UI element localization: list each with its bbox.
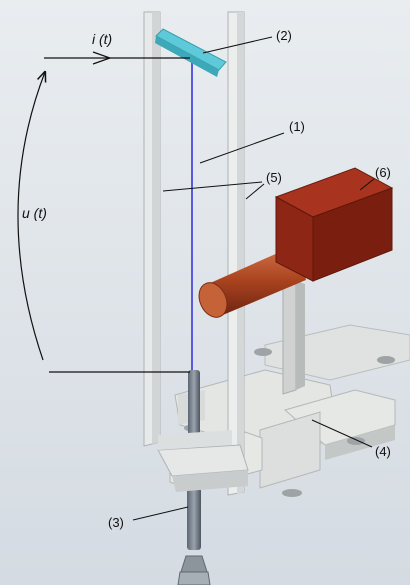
frame-pillar-right	[227, 11, 245, 496]
frame-pillar-left	[143, 11, 161, 447]
frame-base-block	[157, 430, 249, 492]
callout-4: (4)	[375, 444, 391, 459]
callout-1: (1)	[289, 119, 305, 134]
leader-5a	[162, 181, 263, 192]
top-crossbar	[155, 28, 227, 77]
voltage-arrow	[17, 72, 45, 361]
leader-4	[311, 419, 373, 448]
magnet-post	[282, 280, 305, 395]
magnet-assembly	[198, 167, 394, 318]
current-arrow	[44, 51, 190, 65]
callout-2: (2)	[276, 28, 292, 43]
wire-probe	[177, 370, 211, 585]
leader-3	[132, 506, 189, 521]
callout-6: (6)	[375, 165, 391, 180]
leader-2	[202, 36, 273, 54]
callout-5: (5)	[266, 170, 282, 185]
leader-5b	[245, 183, 265, 200]
leader-6	[359, 178, 375, 191]
current-label: i (t)	[92, 31, 112, 47]
voltage-label: u (t)	[22, 205, 47, 221]
leader-1	[199, 132, 285, 164]
callout-3: (3)	[108, 515, 124, 530]
